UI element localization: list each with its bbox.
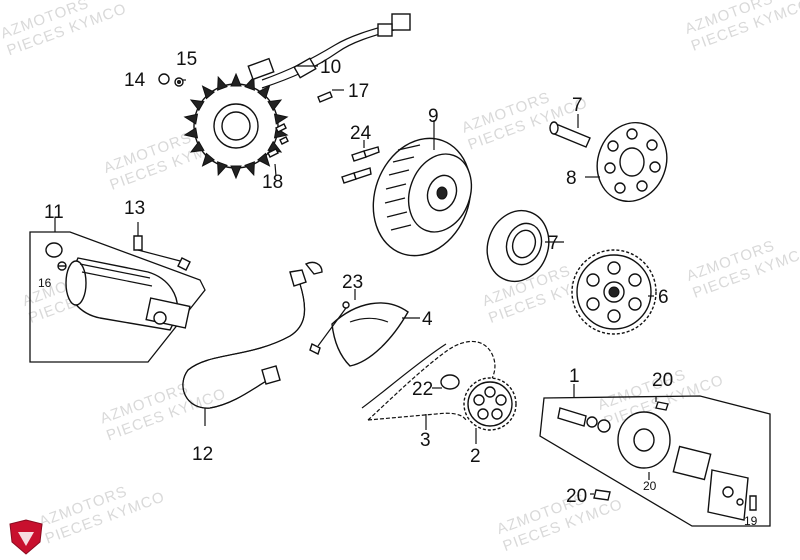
callout-18: 18	[262, 172, 283, 193]
part-starter-gear-6	[571, 249, 657, 335]
callout-8: 8	[566, 168, 577, 189]
part-pin-7	[549, 121, 591, 148]
callout-20-bottom: 20	[566, 486, 587, 507]
callout-15: 15	[176, 49, 197, 70]
part-starter-cable-12	[182, 261, 323, 409]
bolt-23	[342, 301, 350, 309]
callout-13: 13	[124, 198, 145, 219]
part-sprocket-2	[463, 377, 517, 431]
callout-20-mid: 20	[643, 479, 657, 493]
callout-1: 1	[569, 366, 580, 387]
bolt-14	[158, 73, 170, 85]
connector-plug	[391, 13, 411, 31]
callout-11: 11	[44, 202, 64, 223]
part-chain-3	[361, 340, 496, 421]
callout-22: 22	[412, 379, 433, 400]
bolt-20	[593, 489, 611, 501]
part-cover-plate-4	[309, 301, 409, 367]
callout-17: 17	[348, 81, 369, 102]
callout-4: 4	[422, 309, 433, 330]
stator-teeth	[183, 72, 289, 180]
brand-logo-icon	[9, 519, 43, 555]
callout-16: 16	[38, 276, 52, 290]
terminal-cover	[304, 261, 323, 275]
part-stator-10	[158, 13, 411, 180]
leader-lines	[54, 65, 657, 495]
callout-20-top: 20	[652, 370, 673, 391]
callout-numbers: 1 2 3 4 6 7 7 8 9 10 11 12 13 14 15 16 1…	[38, 49, 758, 528]
part-tensioner-assembly-1	[539, 395, 771, 527]
part-clutch-plate-8	[596, 121, 668, 203]
bolt-17	[317, 91, 333, 103]
part-flywheel-9	[372, 137, 473, 257]
part-one-way-clutch-7	[486, 209, 550, 283]
part-22	[440, 374, 460, 390]
callout-7-pin: 7	[572, 95, 583, 116]
callout-12: 12	[192, 444, 213, 465]
callout-10: 10	[320, 57, 341, 78]
part-starter-motor-11	[29, 231, 206, 363]
clip-18	[267, 148, 279, 158]
callout-3: 3	[420, 430, 431, 451]
callout-23: 23	[342, 272, 363, 293]
callout-14: 14	[124, 70, 146, 91]
o-ring-16	[45, 242, 63, 258]
callout-2: 2	[470, 446, 481, 467]
callout-6: 6	[658, 287, 669, 308]
callout-24: 24	[350, 123, 372, 144]
callout-7-clutch: 7	[548, 233, 559, 254]
callout-9: 9	[428, 106, 439, 127]
bolt-13	[133, 235, 143, 251]
part-bolt-24	[341, 146, 380, 184]
callout-19: 19	[744, 514, 758, 528]
